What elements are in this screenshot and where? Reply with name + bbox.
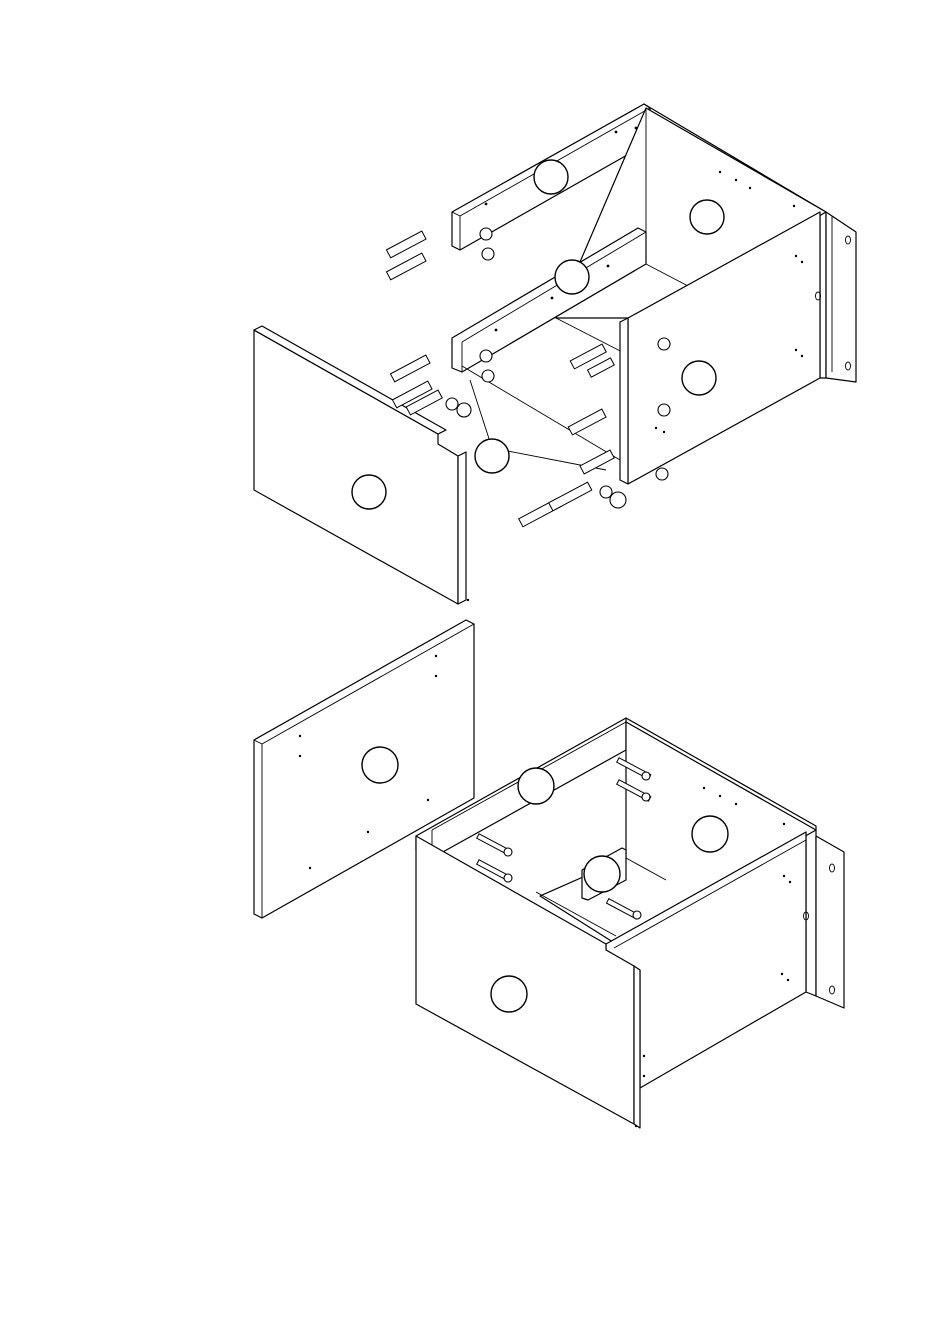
callout-upper-side-right xyxy=(690,200,724,234)
callout-lower-front-panel xyxy=(491,976,527,1012)
callout-lower-side-right xyxy=(692,816,728,852)
callout-lower-top-panel xyxy=(362,747,398,783)
callout-upper-rail-mid xyxy=(555,260,589,294)
callout-upper-side-front xyxy=(682,361,716,395)
callout-upper-rail-back xyxy=(534,160,568,194)
step-upper-exploded-view xyxy=(254,104,856,604)
upper-front-panel xyxy=(254,326,466,604)
callout-upper-cam-fittings xyxy=(475,439,509,473)
callout-lower-rail-back xyxy=(518,768,554,804)
callout-upper-front-panel xyxy=(352,475,386,509)
callout-lower-rail-mid xyxy=(584,856,620,892)
step-lower-exploded-view xyxy=(254,620,844,1128)
